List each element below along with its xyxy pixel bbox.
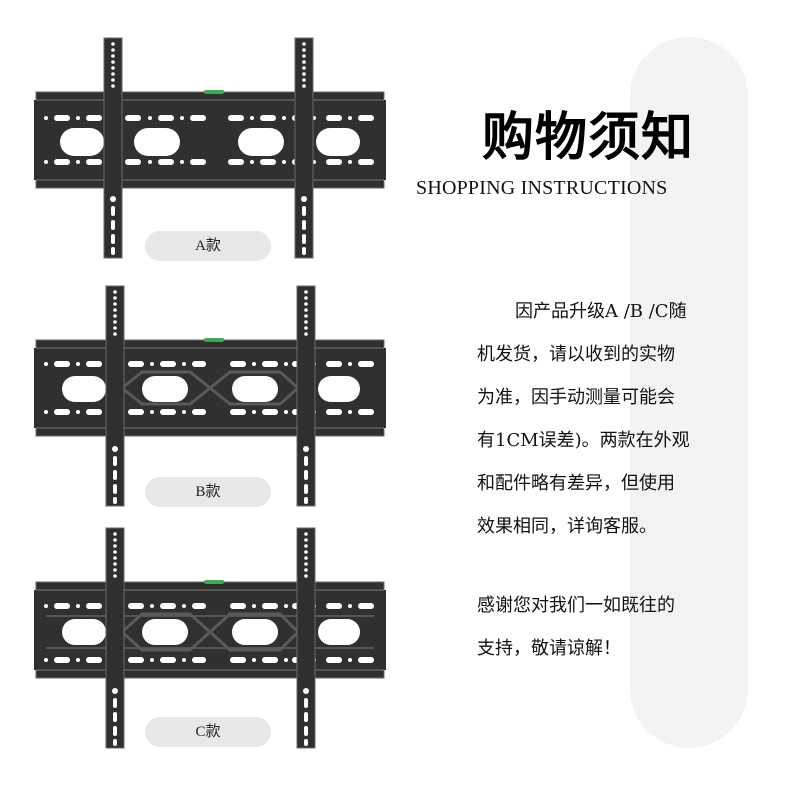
notice-text: 因产品升级A /B /C随 机发货，请以收到的实物 为准，因手动测量可能会 有1… (477, 290, 722, 548)
notice-line: 和配件略有差异，但使用 (477, 473, 675, 494)
decorative-gray-pill (630, 37, 748, 748)
notice-line: 效果相同，详询客服。 (477, 516, 657, 537)
tv-bracket-icon (34, 527, 386, 749)
page-title: 购物须知 (482, 107, 695, 168)
bracket-image-b (30, 284, 390, 514)
variant-label-a: A款 (145, 231, 271, 261)
notice-line: 有1CM误差)。两款在外观 (477, 430, 690, 451)
variant-label-c: C款 (145, 717, 271, 747)
thanks-line: 感谢您对我们一如既往的 (477, 595, 675, 616)
notice-line: 为准，因手动测量可能会 (477, 387, 675, 408)
notice-line: 因产品升级A /B /C随 (515, 301, 687, 322)
page-subtitle: SHOPPING INSTRUCTIONS (416, 177, 668, 199)
bracket-image-a (30, 36, 390, 266)
variant-label-b: B款 (145, 477, 271, 507)
bracket-image-c (30, 524, 390, 754)
notice-line: 机发货，请以收到的实物 (477, 344, 675, 365)
thanks-text: 感谢您对我们一如既往的 支持，敬请谅解！ (477, 584, 722, 670)
tv-bracket-icon (34, 37, 386, 259)
tv-bracket-icon (34, 285, 386, 507)
thanks-line: 支持，敬请谅解！ (477, 638, 621, 659)
